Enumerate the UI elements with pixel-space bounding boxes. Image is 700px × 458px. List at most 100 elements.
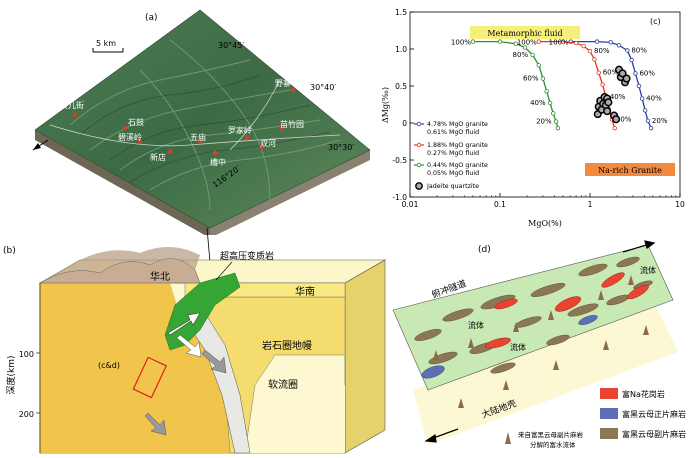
subduction-diagram: (b) 超高压变质岩 华北 华南 岩石圈地幔 软流圈 (c&d) 深度(km) … [3, 246, 387, 454]
crust-band [413, 300, 678, 445]
series-point [497, 39, 503, 44]
percent-label: 60% [523, 75, 539, 83]
x-tick-label: 10 [675, 200, 685, 209]
metamorphic-fluid-label: Metamorphic fluid [487, 29, 562, 38]
percent-label: 100% [517, 39, 537, 47]
legend-label: 1.88% MgO granite [427, 142, 488, 149]
place-label: 双河 [260, 138, 276, 148]
place-label: 五庙 [190, 132, 206, 142]
series-point [594, 39, 600, 44]
series-point [616, 43, 622, 48]
north-china-label: 华北 [150, 270, 170, 283]
y-tick-label: 1.0 [395, 45, 407, 54]
panel-c-label: (c) [650, 17, 661, 26]
panel-b: (b) 超高压变质岩 华北 华南 岩石圈地幔 软流圈 (c&d) 深度(km) … [0, 235, 390, 454]
place-label: 苗竹园 [280, 119, 304, 129]
legend-label: 0.27% MgO fluid [427, 150, 479, 157]
legend-item-green: 0.44% MgO granite 0.05% MgO fluid [414, 162, 488, 177]
fluid-label: 流体 [640, 265, 656, 275]
legend-label: 富Na花岗岩 [622, 389, 665, 399]
series-point [636, 83, 642, 89]
panel-d-legend: 富Na花岗岩 富黑云母正片麻岩 富黑云母副片麻岩 [600, 388, 686, 439]
fluid-label: 流体 [510, 342, 526, 352]
percent-label: 40% [610, 93, 626, 101]
percent-label: 20% [616, 115, 632, 123]
scale-bar: 5 km [92, 39, 124, 53]
fluid-label: 流体 [468, 320, 484, 330]
legend-item-red: 1.88% MgO granite 0.27% MgO fluid [414, 142, 488, 157]
series-point [596, 70, 601, 75]
x-tick-label: 0.01 [402, 200, 419, 209]
place-label: 石鼓 [128, 117, 144, 127]
scale-bar-label: 5 km [96, 39, 116, 48]
note-line: 来自富黑云母副片麻岩 [518, 430, 584, 439]
legend-label: 富黑云母副片麻岩 [622, 429, 686, 439]
panel-c: (c) Metamorphic fluid Na-rich Granite 0.… [380, 0, 700, 235]
south-china-label: 华南 [295, 285, 315, 298]
place-markers [72, 87, 296, 156]
percent-label: 60% [639, 69, 655, 77]
x-tick-label: 0.1 [494, 200, 506, 209]
terrain-ridges [69, 39, 341, 211]
series-point [470, 39, 476, 44]
lat-tick-2: 30°40′ [310, 83, 336, 92]
series-point [625, 48, 630, 53]
terrain-map: (a) 5 km 30°45′ 30°40′ 30°30′ 116°20′ [32, 9, 371, 238]
series-point [553, 119, 559, 124]
channel-diagram: (d) [392, 240, 686, 449]
place-label: 野寨 [275, 78, 291, 88]
series-point [540, 76, 546, 81]
legend-item-jadeite: Jadeite quartzite [415, 182, 479, 190]
place-label: 新店 [150, 152, 166, 162]
study-area-box [132, 356, 168, 399]
depth-tick: 100 [19, 350, 34, 359]
y-tick-label: 0.5 [395, 82, 407, 91]
legend-label: 富黑云母正片麻岩 [622, 409, 686, 419]
panel-a: (a) 5 km 30°45′ 30°40′ 30°30′ 116°20′ [10, 0, 380, 238]
depth-axis-title: 深度(km) [5, 355, 17, 394]
place-label: 槽中 [210, 157, 226, 167]
percent-label: 20% [536, 118, 552, 126]
mgo-chart: (c) Metamorphic fluid Na-rich Granite 0.… [381, 8, 685, 228]
terrain-side-right [210, 150, 370, 238]
fluid-source-note: 来自富黑云母副片麻岩 分解的富水流体 [505, 430, 584, 449]
series-point [642, 108, 648, 113]
series-point [522, 45, 528, 50]
percent-label: 80% [513, 51, 529, 59]
place-label: 碧溪岭 [118, 132, 142, 142]
panel-b-label: (b) [3, 246, 16, 256]
place-label: 罗家岭 [228, 125, 252, 135]
fluid-arrow-icons [433, 275, 649, 408]
series-point [536, 63, 542, 68]
percent-label: 40% [646, 95, 662, 103]
y-tick-label: 0 [402, 119, 407, 128]
panel-d: (d) [388, 240, 700, 454]
percent-label: 20% [652, 117, 668, 125]
series-point [592, 57, 597, 62]
y-axis-title: ΔMg(‰) [381, 87, 390, 123]
subduction-arrow-icon [144, 349, 227, 436]
series-point [573, 40, 579, 46]
series-point [550, 111, 556, 116]
jadeite-point [604, 98, 613, 107]
percent-label: 60% [603, 69, 619, 77]
uhp-label: 超高压变质岩 [220, 250, 274, 262]
jadeite-point [618, 69, 627, 78]
legend-label: 0.05% MgO fluid [427, 170, 479, 177]
legend-label: 0.44% MgO granite [427, 162, 488, 169]
percent-label: 40% [530, 99, 546, 107]
series-point [648, 125, 654, 131]
gneiss-lenses [414, 256, 653, 374]
series-point [581, 43, 586, 49]
terrain-surface [34, 9, 371, 229]
series-point [612, 125, 617, 131]
depth-tick: 200 [19, 410, 34, 419]
granite-lenses [485, 272, 649, 349]
mantle-arrow-icon [176, 334, 202, 358]
percent-label: 100% [549, 39, 569, 47]
box-label: (c&d) [98, 361, 120, 370]
na-rich-granite-label: Na-rich Granite [598, 166, 662, 175]
y-tick-label: 1.5 [395, 8, 407, 17]
jadeite-point [622, 74, 631, 83]
series-point [530, 52, 535, 58]
